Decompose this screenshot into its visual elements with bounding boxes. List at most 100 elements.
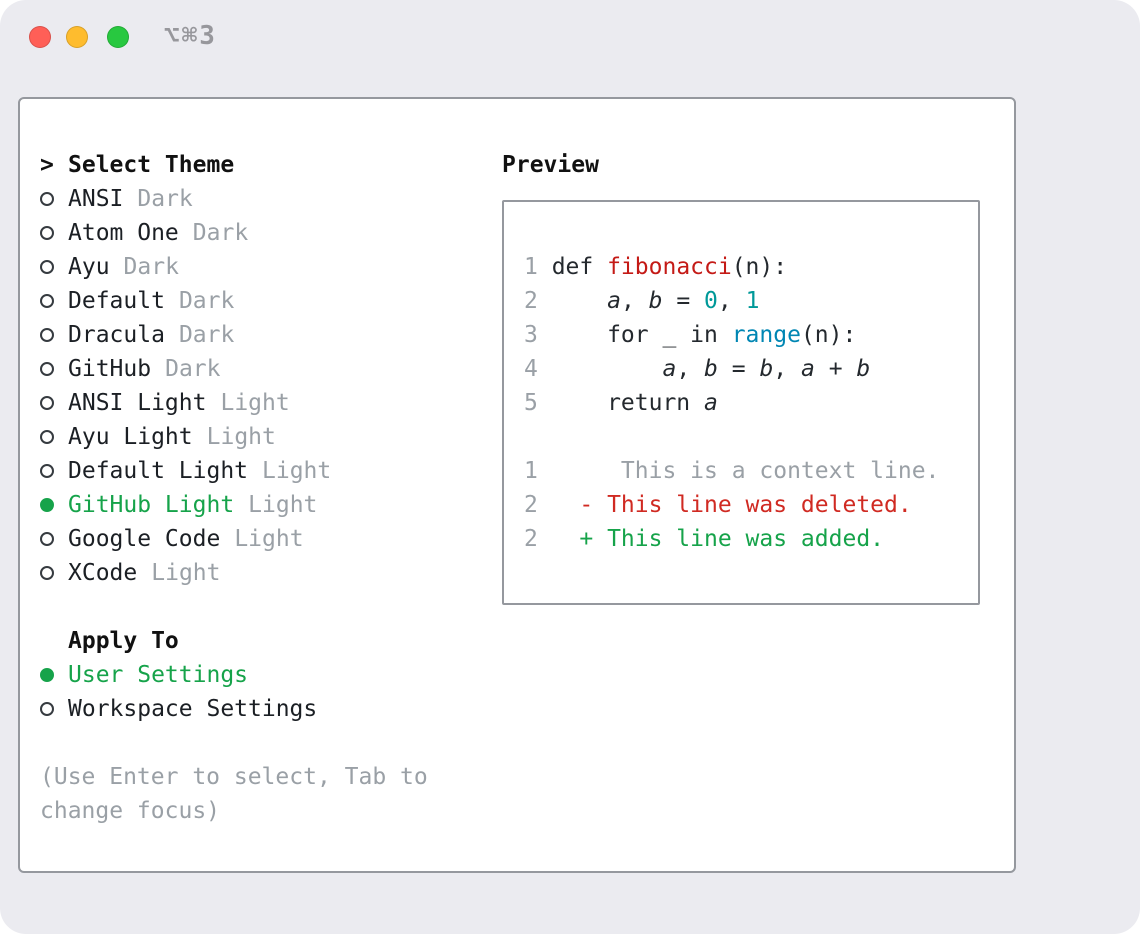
- option-label: GitHub: [68, 356, 152, 382]
- variant-tag: Light: [151, 560, 221, 586]
- variant-tag: Light: [206, 424, 276, 450]
- radio-icon: [40, 294, 54, 308]
- radio-icon: [40, 566, 54, 580]
- option-label: User Settings: [68, 662, 249, 688]
- theme-option-xcode[interactable]: XCode Light: [40, 556, 428, 590]
- code-segment: ,: [773, 356, 801, 382]
- line-number: 4: [524, 356, 538, 382]
- variant-tag: Light: [220, 390, 290, 416]
- radio-icon: [40, 362, 54, 376]
- option-label: Atom One: [68, 220, 179, 246]
- radio-icon: [40, 260, 54, 274]
- code-segment: + This line was added.: [551, 526, 885, 552]
- variant-tag: Light: [262, 458, 332, 484]
- hint-text: (Use Enter to select, Tab to change focus…: [40, 760, 428, 828]
- code-segment: def: [551, 254, 608, 280]
- line-number: 5: [524, 390, 538, 416]
- line-number: 2: [524, 492, 538, 518]
- radio-icon: [40, 702, 54, 716]
- apply-option-workspace-settings[interactable]: Workspace Settings: [40, 692, 428, 726]
- radio-selected-icon: [40, 668, 54, 682]
- variant-tag: Dark: [178, 288, 235, 314]
- code-line: 4 a, b = b, a + b: [524, 352, 978, 386]
- option-label: Ayu Light: [68, 424, 193, 450]
- option-label: ANSI: [68, 186, 124, 212]
- line-number: 3: [524, 322, 538, 348]
- radio-icon: [40, 192, 54, 206]
- option-label: Workspace Settings: [68, 696, 318, 722]
- code-segment: fibonacci: [607, 254, 732, 280]
- code-segment: b: [856, 356, 871, 382]
- theme-option-github-light[interactable]: GitHub Light Light: [40, 488, 428, 522]
- code-segment: a: [704, 390, 718, 416]
- hint-line: change focus): [40, 798, 221, 824]
- variant-tag: Dark: [137, 186, 193, 212]
- radio-icon: [40, 464, 54, 478]
- code-segment: range: [731, 322, 801, 348]
- window-shortcut-label: ⌥⌘3: [164, 21, 217, 51]
- option-label: Ayu: [68, 254, 110, 280]
- minimize-button[interactable]: [66, 26, 88, 48]
- code-segment: [552, 356, 663, 382]
- preview-title: Preview: [502, 152, 599, 178]
- code-segment: (n):: [800, 322, 857, 348]
- option-label: Google Code: [68, 526, 221, 552]
- theme-option-atom-one[interactable]: Atom One Dark: [40, 216, 428, 250]
- radio-selected-icon: [40, 498, 54, 512]
- radio-icon: [40, 226, 54, 240]
- line-number: 1: [524, 254, 538, 280]
- code-segment: a: [607, 288, 621, 314]
- hint-line: (Use Enter to select, Tab to: [40, 764, 428, 790]
- variant-tag: Dark: [192, 220, 249, 246]
- code-line: 2 + This line was added.: [524, 522, 978, 556]
- code-segment: for _ in: [551, 322, 732, 348]
- radio-icon: [40, 532, 54, 546]
- theme-option-github[interactable]: GitHub Dark: [40, 352, 428, 386]
- code-segment: return: [551, 390, 705, 416]
- theme-option-default-light[interactable]: Default Light Light: [40, 454, 428, 488]
- code-line: 1 This is a context line.: [524, 454, 978, 488]
- option-label: GitHub Light: [68, 492, 235, 518]
- option-label: Default Light: [68, 458, 249, 484]
- radio-icon: [40, 430, 54, 444]
- line-number: 2: [524, 288, 538, 314]
- apply-option-user-settings[interactable]: User Settings: [40, 658, 428, 692]
- apply-to-title: Apply To: [68, 628, 179, 654]
- option-label: Dracula: [68, 322, 165, 348]
- variant-tag: Light: [248, 492, 318, 518]
- close-button[interactable]: [29, 26, 51, 48]
- code-segment: [552, 288, 607, 314]
- apply-to-header: Apply To: [40, 624, 428, 658]
- code-segment: 0: [704, 288, 718, 314]
- cursor-prefix: >: [40, 152, 54, 178]
- code-line: 2 a, b = 0, 1: [524, 284, 978, 318]
- variant-tag: Dark: [165, 356, 221, 382]
- zoom-button[interactable]: [107, 26, 129, 48]
- select-theme-header: > Select Theme: [40, 148, 428, 182]
- code-segment: =: [662, 288, 705, 314]
- code-segment: 1: [745, 288, 760, 314]
- radio-icon: [40, 396, 54, 410]
- code-segment: b: [704, 356, 718, 382]
- code-segment: - This line was deleted.: [551, 492, 912, 518]
- theme-option-ayu-light[interactable]: Ayu Light Light: [40, 420, 428, 454]
- spacer: [40, 590, 428, 624]
- theme-option-ansi[interactable]: ANSI Dark: [40, 182, 428, 216]
- option-label: XCode: [68, 560, 138, 586]
- line-number: 2: [524, 526, 538, 552]
- line-number: 1: [524, 458, 538, 484]
- code-line: [524, 420, 978, 454]
- code-segment: a: [662, 356, 677, 382]
- code-segment: (n):: [731, 254, 788, 280]
